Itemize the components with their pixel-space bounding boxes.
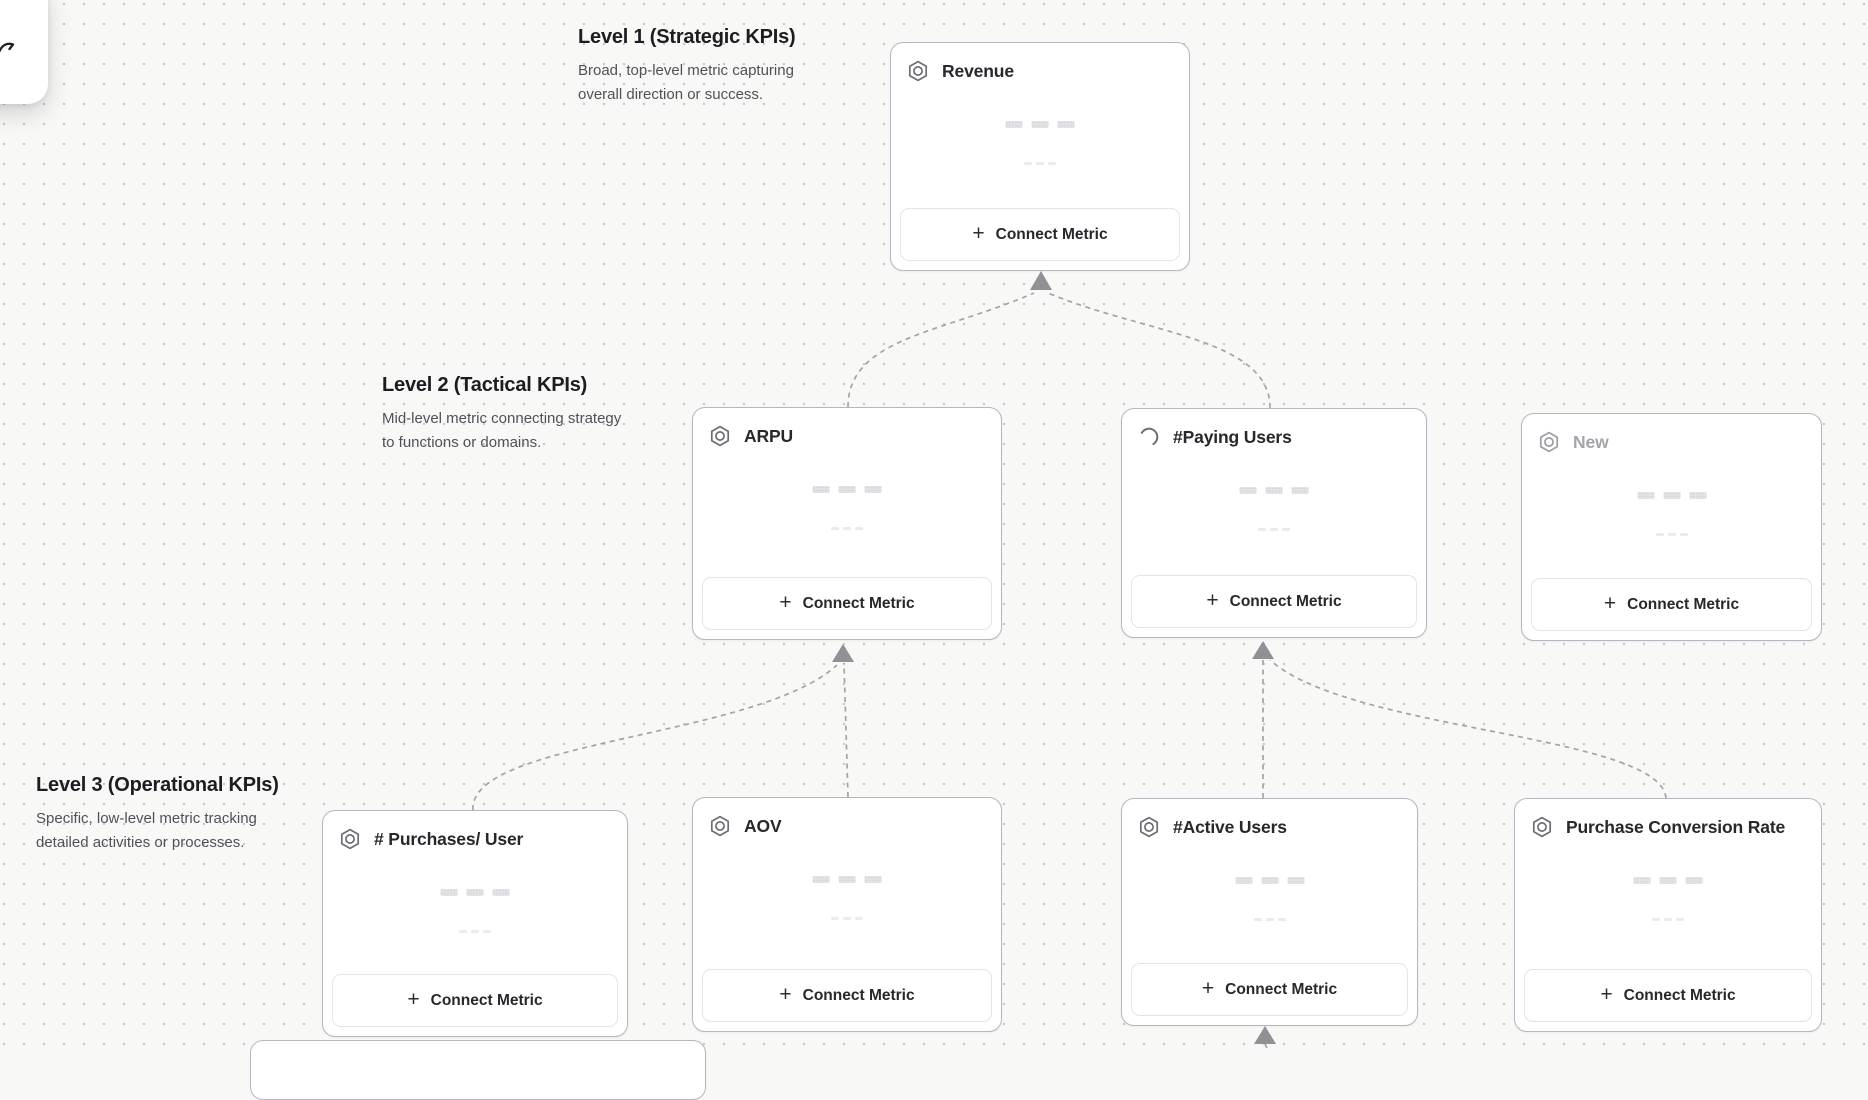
- card-header: # Purchases/ User: [323, 811, 627, 851]
- level-3-title: Level 3 (Operational KPIs): [36, 774, 279, 796]
- plus-icon: +: [779, 591, 792, 614]
- card-header: ARPU: [693, 408, 1001, 448]
- level-1-label: Level 1 (Strategic KPIs) Broad, top-leve…: [578, 24, 838, 107]
- connect-metric-button[interactable]: + Connect Metric: [702, 577, 992, 630]
- metric-hexagon-icon: [708, 814, 732, 838]
- cursor-icon: [0, 42, 15, 53]
- plus-icon: +: [1600, 983, 1613, 1006]
- plus-icon: +: [779, 983, 792, 1006]
- plus-icon: +: [407, 988, 420, 1011]
- metric-placeholder-bars: [812, 486, 882, 493]
- metric-placeholder-bars: [1005, 121, 1075, 128]
- level-2-label: Level 2 (Tactical KPIs) Mid-level metric…: [382, 372, 632, 455]
- connector-offscreen-to-activeusers: [1264, 1042, 1268, 1048]
- arrowhead-activeusers: [1254, 1026, 1276, 1044]
- card-header: #Active Users: [1122, 799, 1417, 839]
- card-header: AOV: [693, 798, 1001, 838]
- metric-hexagon-icon: [906, 59, 930, 83]
- metric-hexagon-icon: [1537, 430, 1561, 454]
- metric-placeholder-bars: [1239, 487, 1309, 494]
- metric-placeholder-dashes: [1024, 162, 1056, 165]
- connect-metric-button[interactable]: + Connect Metric: [1131, 963, 1408, 1016]
- connect-metric-button[interactable]: + Connect Metric: [1531, 578, 1812, 631]
- connector-conversionrate-to-payingusers: [1269, 659, 1667, 799]
- metric-placeholder-bars: [1235, 877, 1304, 884]
- connect-metric-button[interactable]: + Connect Metric: [1131, 575, 1417, 628]
- kpi-card-paying-users[interactable]: #Paying Users + Connect Metric: [1121, 408, 1427, 638]
- metric-placeholder-bars: [812, 876, 882, 883]
- card-header: #Paying Users: [1122, 409, 1426, 449]
- arrowhead-arpu: [832, 644, 854, 662]
- metric-placeholder-dashes: [1253, 918, 1286, 921]
- floating-toolbar-panel[interactable]: [0, 0, 48, 104]
- metric-placeholder-dashes: [459, 930, 491, 933]
- connect-metric-label: Connect Metric: [802, 986, 915, 1004]
- level-3-label: Level 3 (Operational KPIs) Specific, low…: [36, 772, 306, 855]
- metric-placeholder-dashes: [831, 527, 863, 530]
- connector-payingusers-to-revenue: [1047, 292, 1271, 409]
- kpi-card-purchase-conversion-rate[interactable]: Purchase Conversion Rate + Connect Metri…: [1514, 798, 1822, 1032]
- plus-icon: +: [972, 222, 985, 245]
- connect-metric-label: Connect Metric: [802, 594, 915, 612]
- connect-metric-button[interactable]: + Connect Metric: [1524, 969, 1812, 1022]
- connect-metric-label: Connect Metric: [1627, 595, 1740, 613]
- connector-aov-to-arpu: [843, 662, 849, 798]
- card-title: ARPU: [744, 425, 793, 446]
- card-title: AOV: [744, 815, 782, 836]
- card-title: # Purchases/ User: [374, 828, 524, 849]
- connect-metric-label: Connect Metric: [1229, 592, 1342, 610]
- card-header: New: [1522, 414, 1821, 454]
- kpi-card-active-users[interactable]: #Active Users + Connect Metric: [1121, 798, 1418, 1026]
- card-title: #Paying Users: [1173, 426, 1292, 447]
- kpi-card-aov[interactable]: AOV + Connect Metric: [692, 797, 1002, 1032]
- plus-icon: +: [1206, 589, 1219, 612]
- spinner-icon: [1137, 425, 1161, 449]
- connect-metric-label: Connect Metric: [1225, 980, 1338, 998]
- level-1-title: Level 1 (Strategic KPIs): [578, 26, 796, 48]
- metric-placeholder-dashes: [1652, 918, 1684, 921]
- metric-placeholder-bars: [440, 889, 510, 896]
- card-title: #Active Users: [1173, 816, 1287, 837]
- metric-placeholder-dashes: [1655, 533, 1688, 536]
- connect-metric-label: Connect Metric: [995, 225, 1108, 243]
- level-2-title: Level 2 (Tactical KPIs): [382, 374, 588, 396]
- level-1-description: Broad, top-level metric capturing overal…: [578, 62, 794, 103]
- arrowhead-revenue: [1030, 271, 1052, 290]
- metric-placeholder-bars: [1633, 877, 1703, 884]
- kpi-card-arpu[interactable]: ARPU + Connect Metric: [692, 407, 1002, 640]
- kpi-card-partial-bottom[interactable]: [250, 1040, 706, 1100]
- metric-placeholder-dashes: [831, 917, 863, 920]
- level-2-description: Mid-level metric connecting strategy to …: [382, 410, 622, 451]
- connect-metric-button[interactable]: + Connect Metric: [332, 974, 618, 1027]
- kpi-card-new[interactable]: New + Connect Metric: [1521, 413, 1822, 641]
- metric-hexagon-icon: [338, 827, 362, 851]
- connect-metric-button[interactable]: + Connect Metric: [900, 208, 1180, 261]
- card-header: Purchase Conversion Rate: [1515, 799, 1821, 839]
- connector-arpu-to-revenue: [847, 292, 1035, 408]
- metric-hexagon-icon: [708, 424, 732, 448]
- card-title: New: [1573, 431, 1609, 452]
- card-title: Purchase Conversion Rate: [1566, 816, 1786, 837]
- plus-icon: +: [1603, 592, 1617, 615]
- metric-placeholder-dashes: [1258, 528, 1290, 531]
- connector-purchasesuser-to-arpu: [472, 664, 838, 811]
- level-3-description: Specific, low-level metric tracking deta…: [36, 810, 257, 851]
- card-header: Revenue: [891, 43, 1189, 83]
- metric-placeholder-bars: [1637, 492, 1706, 499]
- card-title: Revenue: [942, 60, 1014, 81]
- metric-hexagon-icon: [1530, 815, 1554, 839]
- arrowhead-payingusers: [1252, 641, 1274, 659]
- connect-metric-label: Connect Metric: [430, 991, 543, 1009]
- metric-hexagon-icon: [1137, 815, 1161, 839]
- kpi-card-purchases-per-user[interactable]: # Purchases/ User + Connect Metric: [322, 810, 628, 1037]
- plus-icon: +: [1201, 977, 1215, 1000]
- connect-metric-label: Connect Metric: [1623, 986, 1736, 1004]
- connect-metric-button[interactable]: + Connect Metric: [702, 969, 992, 1022]
- kpi-card-revenue[interactable]: Revenue + Connect Metric: [890, 42, 1190, 271]
